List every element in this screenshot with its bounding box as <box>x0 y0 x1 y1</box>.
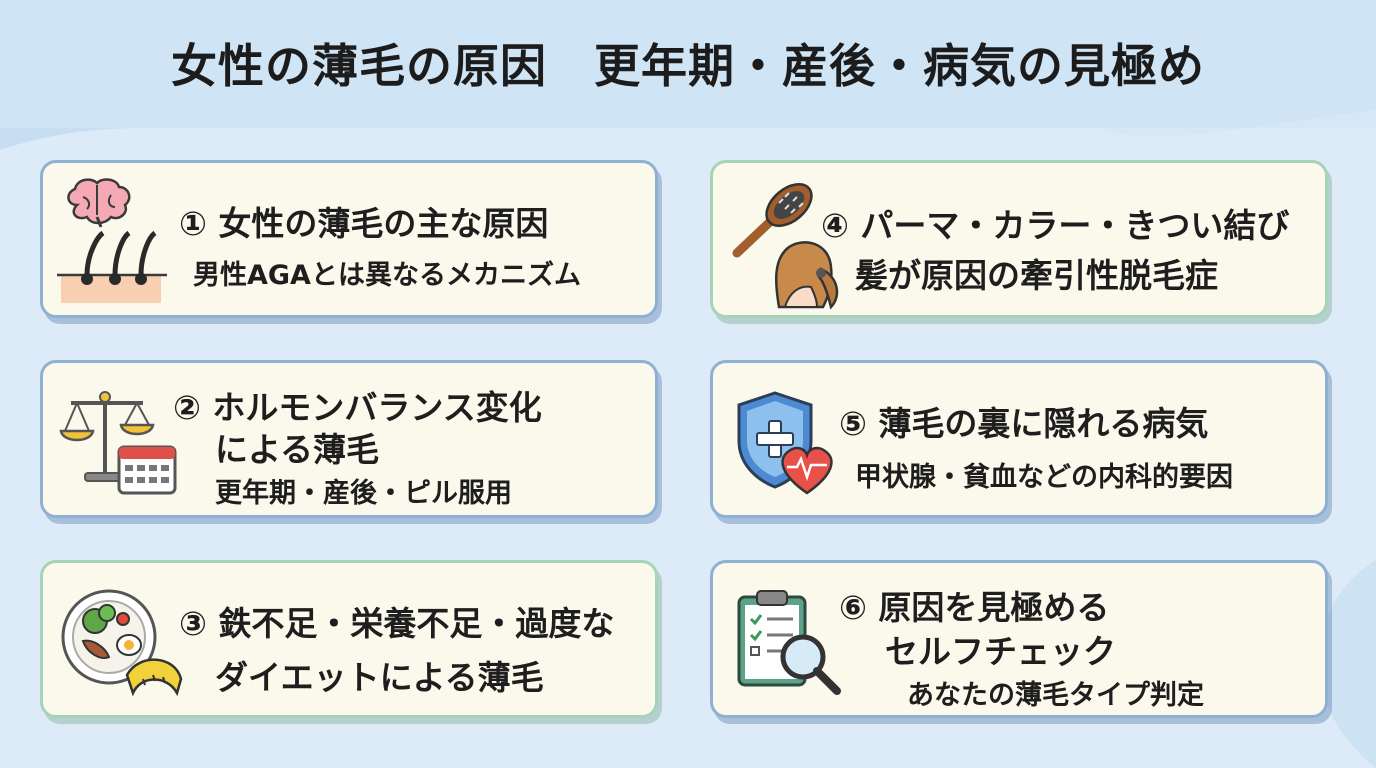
card-traction-alopecia: ④ パーマ・カラー・きつい結び 髪が原因の牽引性脱毛症 <box>710 160 1328 318</box>
card-self-check: ⑥ 原因を見極める セルフチェック あなたの薄毛タイプ判定 <box>710 560 1328 718</box>
hairbrush-ponytail-icon <box>732 183 839 310</box>
scale-calendar-icon <box>59 391 177 495</box>
card-heading-line2: ダイエットによる薄毛 <box>215 658 544 697</box>
card-main-causes: ① 女性の薄毛の主な原因 男性AGAとは異なるメカニズム <box>40 160 658 318</box>
card-subtitle: 髪が原因の牽引性脱毛症 <box>855 256 1218 295</box>
card-heading-line2: による薄毛 <box>215 430 380 469</box>
card-subtitle: 甲状腺・貧血などの内科的要因 <box>855 462 1233 493</box>
header-band <box>0 0 1376 128</box>
clipboard-magnifier-icon <box>737 590 841 695</box>
card-hormone-balance: ② ホルモンバランス変化 による薄毛 更年期・産後・ピル服用 <box>40 360 658 518</box>
card-heading-line1: ③ 鉄不足・栄養不足・過度な <box>179 604 615 643</box>
brain-hair-follicle-icon <box>57 178 167 303</box>
card-subtitle: 男性AGAとは異なるメカニズム <box>193 260 581 291</box>
page-title: 女性の薄毛の原因 更年期・産後・病気の見極め <box>171 39 1205 93</box>
card-heading-line2: セルフチェック <box>885 632 1116 671</box>
card-subtitle: 更年期・産後・ピル服用 <box>215 478 512 509</box>
card-heading-line1: ⑥ 原因を見極める <box>839 588 1110 627</box>
card-subtitle: あなたの薄毛タイプ判定 <box>907 680 1204 711</box>
card-nutrition: ③ 鉄不足・栄養不足・過度な ダイエットによる薄毛 <box>40 560 658 718</box>
card-hidden-diseases: ⑤ 薄毛の裏に隠れる病気 甲状腺・貧血などの内科的要因 <box>710 360 1328 518</box>
card-heading: ① 女性の薄毛の主な原因 <box>179 204 549 243</box>
card-heading: ⑤ 薄毛の裏に隠れる病気 <box>839 404 1209 443</box>
medical-shield-heart-icon <box>737 391 833 495</box>
card-heading: ④ パーマ・カラー・きつい結び <box>821 206 1290 245</box>
food-plate-measuring-tape-icon <box>61 589 183 697</box>
card-heading-line1: ② ホルモンバランス変化 <box>173 388 542 427</box>
